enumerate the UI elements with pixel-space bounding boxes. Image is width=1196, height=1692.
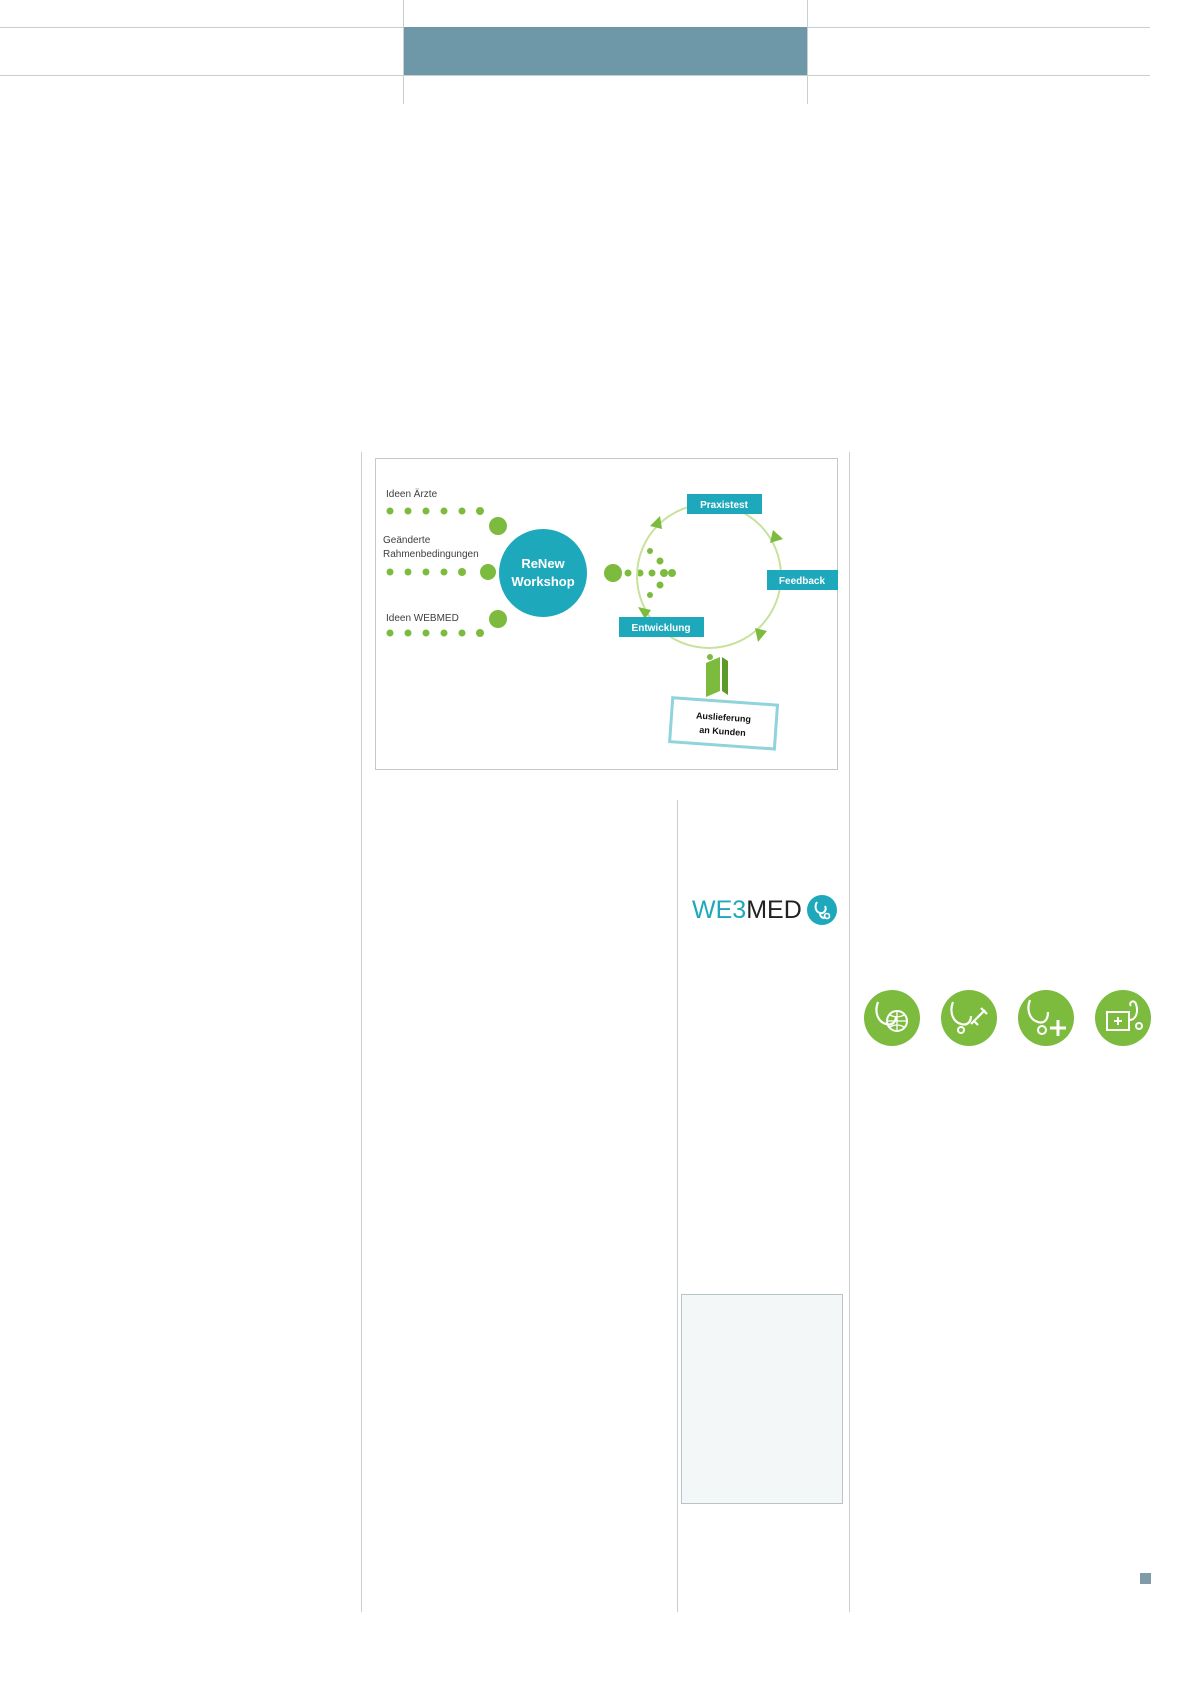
output-dots (604, 548, 676, 598)
diagram-canvas: Ideen Ärzte Geänderte Rahmenbedingungen … (383, 488, 838, 751)
workshop-title-line1: ReNew (521, 556, 565, 571)
header-bottom-rule (0, 75, 1150, 76)
tag-feedback-label: Feedback (779, 576, 826, 587)
medical-kit-stethoscope-icon (1095, 990, 1151, 1046)
header-section-tab (403, 27, 807, 75)
input-label-rahmen-line2: Rahmenbedingungen (383, 549, 479, 560)
stethoscope-cross-icon (1018, 990, 1074, 1046)
tag-praxistest (687, 494, 762, 514)
input-dots-2 (386, 564, 496, 580)
column-rule-2 (677, 800, 678, 1612)
delivery-box-line2: an Kunden (699, 725, 746, 738)
delivery-arrow (706, 654, 728, 697)
sidebar-info-box (681, 1294, 843, 1504)
tag-entwicklung-label: Entwicklung (632, 623, 691, 634)
tag-praxistest-label: Praxistest (700, 500, 748, 511)
input-label-ideen-aerzte: Ideen Ärzte (386, 488, 438, 500)
input-dots-3 (386, 610, 507, 637)
delivery-box-line1: Auslieferung (696, 710, 752, 724)
stethoscope-logo-icon (806, 895, 837, 925)
globe-stethoscope-icon (864, 990, 920, 1046)
input-label-ideen-webmed: Ideen WEBMED (386, 613, 459, 624)
tag-feedback (767, 570, 838, 590)
input-dots-1 (386, 507, 507, 535)
renew-process-diagram: Ideen Ärzte Geänderte Rahmenbedingungen … (375, 458, 838, 770)
input-label-rahmen-line1: Geänderte (383, 535, 431, 546)
header-divider-left (403, 0, 404, 104)
column-rule-3 (849, 452, 850, 1612)
tag-entwicklung (619, 617, 704, 637)
workshop-title-line2: Workshop (511, 574, 574, 589)
column-rule-1 (361, 452, 362, 1612)
end-of-article-marker (1140, 1573, 1151, 1584)
logo-text-med: MED (746, 895, 802, 924)
stethoscope-syringe-icon (941, 990, 997, 1046)
logo-text-we: WE3 (692, 895, 747, 924)
delivery-box: Auslieferung an Kunden (668, 696, 780, 751)
cycle-arrowheads (638, 516, 783, 642)
header-divider-right (807, 0, 808, 104)
workshop-circle (499, 529, 587, 617)
